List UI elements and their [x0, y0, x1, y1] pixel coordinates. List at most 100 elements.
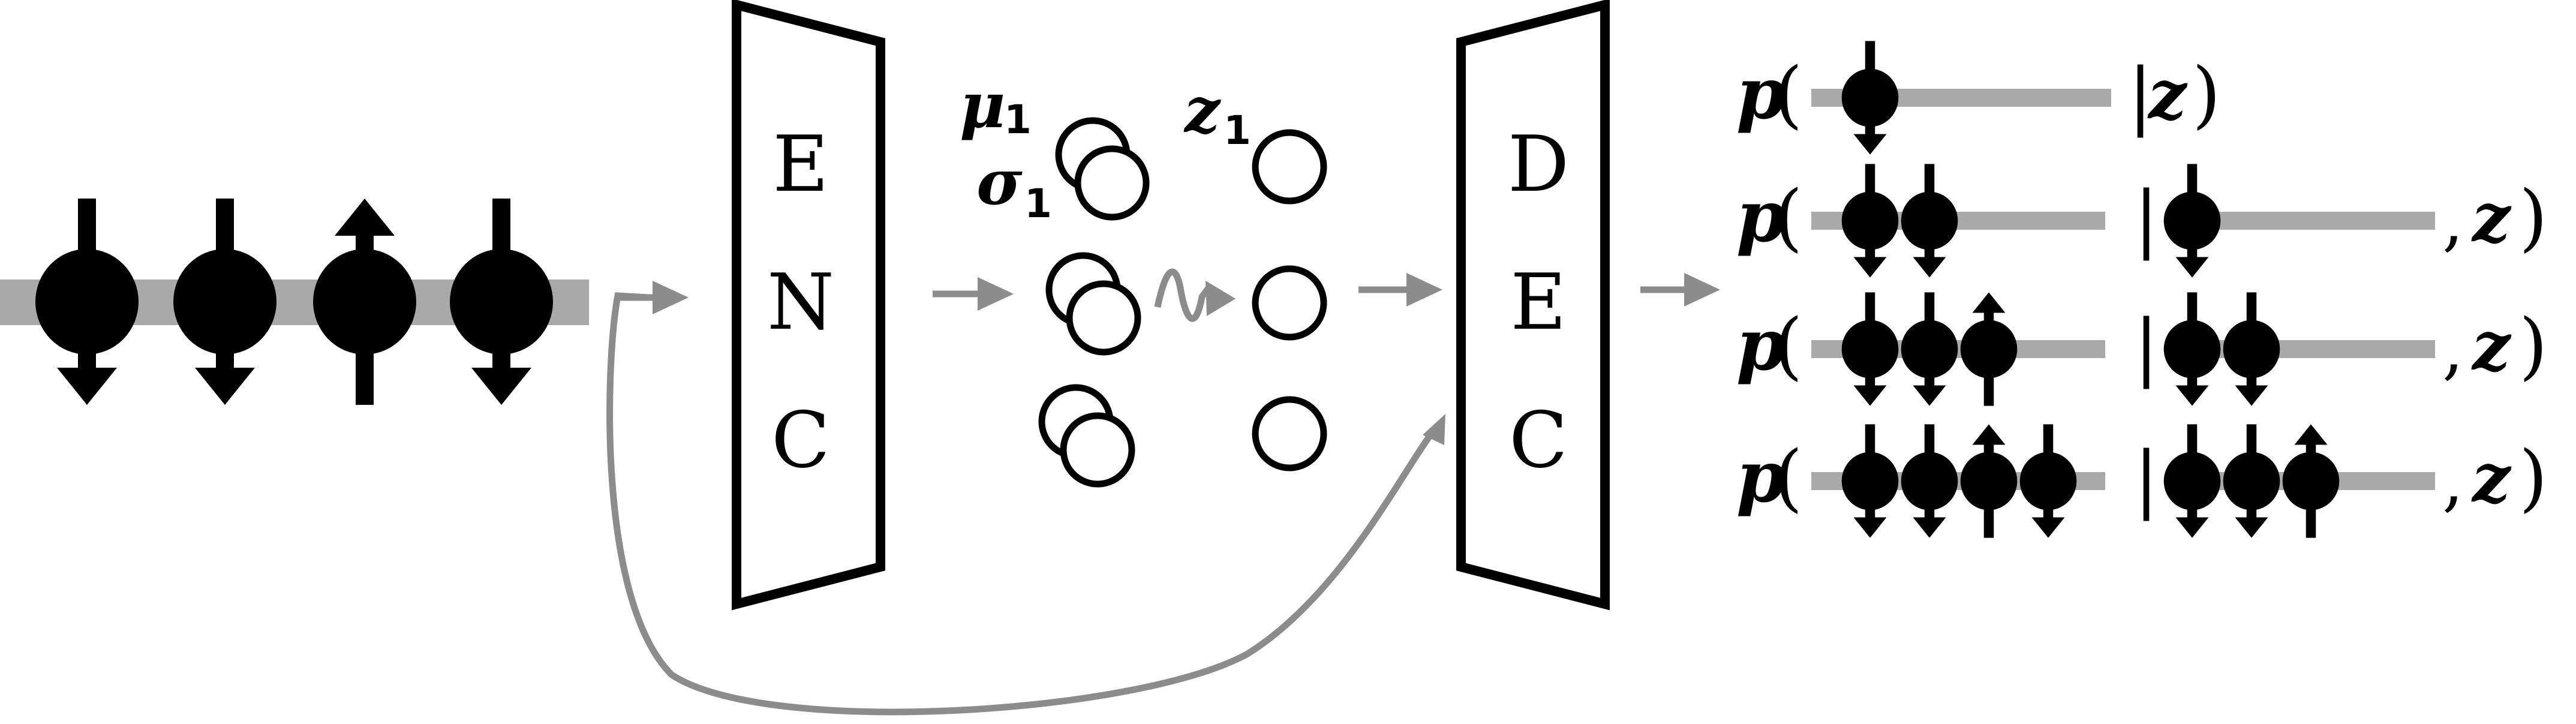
z-node-1	[1252, 129, 1327, 205]
probability-row-4: p( |,z)	[1736, 424, 2548, 538]
target-spin-down-2-arrowhead	[1913, 257, 1946, 278]
latent-to-decoder-arrow	[1358, 273, 1442, 307]
conditioning-bar: |	[2134, 176, 2159, 261]
target-spin-down-1-ball	[1841, 320, 1899, 378]
target-spin-down-1-arrowhead	[1853, 517, 1887, 538]
target-spin-down-1	[1841, 424, 1899, 538]
probability-row-1: p( |z)	[1736, 41, 2221, 155]
comma: ,	[2442, 442, 2464, 520]
encoder-letter-1: E	[773, 120, 828, 209]
conditioning-bar: |	[2134, 436, 2159, 521]
decoder-block: D E C	[1456, 0, 1610, 611]
context-spin-down-1-arrowhead	[2175, 517, 2209, 538]
z-label: z	[1183, 73, 1221, 147]
probability-symbol: p	[1736, 52, 1786, 135]
probability-row-2: p(|,z)	[1736, 164, 2548, 278]
target-spin-down-4-arrowhead	[2031, 517, 2065, 538]
decoder-letter-1: D	[1508, 120, 1570, 209]
open-paren: (	[1774, 52, 1803, 137]
probability-symbol: p	[1736, 303, 1786, 386]
target-spin-up-3	[1960, 424, 2018, 538]
target-spin-up-3-ball	[1960, 452, 2018, 510]
close-paren: )	[2519, 435, 2548, 520]
target-spin-down-2-arrowhead	[1913, 517, 1946, 538]
z-node-3	[1252, 396, 1327, 471]
target-spin-down-1	[1841, 292, 1899, 406]
target-spin-down-2-ball	[1901, 320, 1958, 378]
open-paren: (	[1774, 175, 1803, 260]
z-subscript: 1	[1224, 107, 1251, 154]
sigma-label: σ	[976, 145, 1023, 219]
target-spin-up-3-arrowhead	[1972, 292, 2006, 313]
open-paren: (	[1774, 303, 1803, 388]
context-spin-up-3	[2282, 424, 2340, 538]
sigma-subscript: 1	[1024, 181, 1052, 227]
target-spin-down-4	[2019, 424, 2077, 538]
context-spin-up-3-arrowhead	[2294, 424, 2328, 445]
context-spin-down-2-ball	[2223, 452, 2280, 510]
input-spin-down-4-ball	[450, 249, 553, 355]
target-spin-down-2-ball	[1901, 452, 1958, 510]
mu-sigma-pair-1	[1055, 117, 1150, 221]
input-spin-up-3-ball	[313, 249, 416, 355]
context-spin-down-1-arrowhead	[2175, 385, 2209, 406]
z-node-2	[1252, 265, 1327, 341]
input-spin-down-2	[173, 199, 276, 405]
input-spins	[35, 199, 553, 405]
target-spin-down-4-ball	[2019, 452, 2077, 510]
latent-layer: μ 1 σ 1 z 1	[960, 68, 1327, 488]
z-variable: z	[2147, 56, 2188, 134]
encoder-block: E N C	[732, 0, 885, 611]
context-spin-down-1-ball	[2163, 452, 2221, 510]
target-spin-down-1-arrowhead	[1853, 134, 1887, 155]
target-spin-down-2	[1901, 164, 1958, 278]
z-variable: z	[2471, 179, 2512, 257]
decoder-letter-2: E	[1510, 258, 1566, 347]
input-spin-down-4-arrowhead	[471, 368, 531, 405]
input-spin-chain	[0, 199, 589, 405]
input-spin-up-3-arrowhead	[335, 199, 395, 236]
close-paren: )	[2519, 303, 2548, 388]
context-spin-down-2	[2223, 424, 2280, 538]
mu-sigma-pair-3	[1038, 384, 1135, 488]
comma: ,	[2442, 182, 2464, 260]
mu-sigma-pair-2	[1045, 252, 1141, 356]
context-spin-down-1-ball	[2163, 320, 2221, 378]
sampling-squiggle	[1154, 268, 1212, 322]
target-spin-up-3	[1960, 292, 2018, 406]
context-spin-up-3-ball	[2282, 452, 2340, 510]
context-spin-down-1	[2163, 164, 2221, 278]
skip-connection-arrow	[606, 281, 1445, 716]
input-spin-down-1	[35, 199, 139, 405]
encoder-letter-3: C	[771, 396, 830, 485]
open-paren: (	[1774, 435, 1803, 520]
context-spin-down-2-arrowhead	[2235, 517, 2268, 538]
probability-symbol: p	[1736, 175, 1786, 258]
input-spin-up-3	[313, 199, 416, 405]
z-variable: z	[2471, 439, 2512, 518]
close-paren: )	[2192, 52, 2221, 137]
input-spin-down-1-arrowhead	[57, 368, 117, 405]
encoder-letter-2: N	[767, 258, 834, 347]
input-spin-down-2-ball	[173, 249, 276, 355]
target-spin-down-1-ball	[1841, 452, 1899, 510]
context-spin-down-2-ball	[2223, 320, 2280, 378]
target-spin-down-2	[1901, 424, 1958, 538]
target-spin-down-1-arrowhead	[1853, 257, 1887, 278]
target-spin-down-1-ball	[1841, 68, 1899, 127]
probability-symbol: p	[1736, 435, 1786, 518]
conditioning-bar: |	[2128, 53, 2153, 138]
context-spin-down-2	[2223, 292, 2280, 406]
probability-row-3: p(|,z)	[1736, 292, 2548, 406]
context-spin-down-1	[2163, 292, 2221, 406]
mu-label: μ	[960, 68, 1005, 142]
target-spin-down-2	[1901, 292, 1958, 406]
context-spin-down-1	[2163, 424, 2221, 538]
target-spin-down-1-ball	[1841, 191, 1899, 250]
conditional-probability-rows: p(|z)p(|,z)p(|,z)p(|,z)	[1736, 41, 2548, 538]
context-spin-down-1-arrowhead	[2175, 257, 2209, 278]
mu-subscript: 1	[1004, 97, 1032, 143]
target-spin-down-2-arrowhead	[1913, 385, 1946, 406]
input-spin-down-4	[450, 199, 553, 405]
